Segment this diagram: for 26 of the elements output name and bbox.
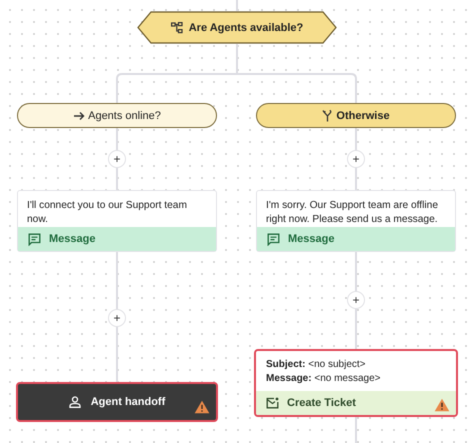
decision-hexagon	[137, 11, 337, 44]
step-type-label: Create Ticket	[287, 397, 356, 409]
node-label: Are Agents available?	[188, 22, 304, 34]
step-type-label: Message	[288, 233, 334, 245]
node-label: Otherwise	[336, 110, 390, 122]
message-text: I'm sorry. Our Support team are offline right now. Please send us a message.	[266, 199, 439, 227]
connector-line	[236, 0, 238, 11]
add-step-button: +	[347, 150, 365, 168]
message-card	[17, 190, 217, 252]
connector-line	[355, 252, 357, 349]
message-card	[256, 190, 456, 252]
message-text: I'll connect you to our Support team now.	[27, 199, 188, 227]
connector-line	[116, 252, 118, 382]
add-step-button: +	[108, 309, 126, 327]
connector-line	[355, 417, 357, 443]
add-step-button: +	[108, 150, 126, 168]
branch-pill	[17, 103, 217, 128]
node-label: Agents online?	[88, 110, 161, 122]
field-text: Subject: <no subject>	[266, 358, 366, 372]
handoff-box	[16, 382, 218, 422]
node-label: Agent handoff	[90, 396, 166, 408]
step-type-label: Message	[49, 233, 96, 245]
add-step-button: +	[347, 291, 365, 309]
field-text: Message: <no message>	[266, 372, 382, 386]
ticket-card	[254, 349, 458, 417]
branch-pill	[256, 103, 456, 128]
